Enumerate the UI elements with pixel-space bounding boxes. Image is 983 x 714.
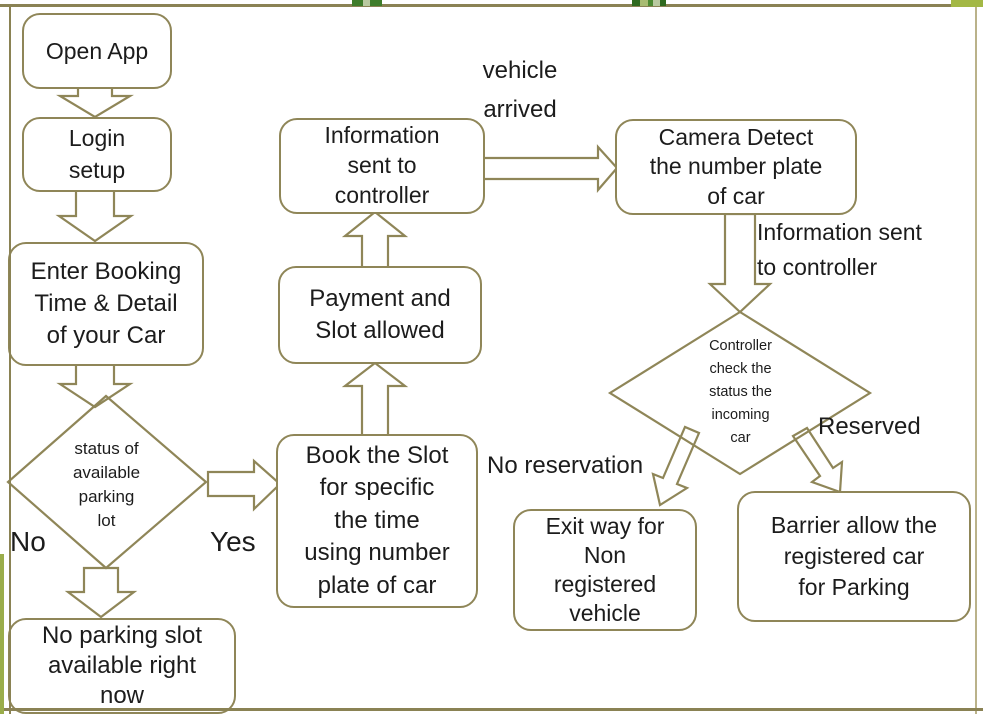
decision-diamond-controller-check — [607, 310, 873, 476]
title-remnant-mark — [660, 0, 666, 6]
title-remnant-mark — [640, 0, 648, 6]
node-info-controller-label: Information sent to controller — [324, 122, 440, 208]
arrow-camera-to-controller — [707, 212, 773, 314]
frame-top-right-green-segment — [951, 0, 983, 7]
node-open-app-label: Open App — [45, 37, 149, 64]
arrow-payment-to-info — [341, 210, 409, 270]
node-payment-label: Payment and Slot allowed — [309, 284, 451, 344]
node-exit-way-label: Exit way for Non registered vehicle — [545, 513, 665, 626]
node-barrier-allow: Barrier allow the registered car for Par… — [737, 491, 971, 622]
decision-diamond-parking-status — [6, 394, 208, 570]
title-remnant-mark — [632, 0, 640, 6]
node-camera-detect: Camera Detect the number plate of car — [615, 119, 857, 215]
edge-label-yes: Yes — [210, 526, 256, 557]
edge-label-reserved: Reserved — [818, 413, 921, 440]
arrow-no-reservation-to-exit — [651, 425, 701, 507]
node-no-parking: No parking slot available right now — [8, 618, 236, 714]
node-exit-way: Exit way for Non registered vehicle — [513, 509, 697, 631]
node-payment: Payment and Slot allowed — [278, 266, 482, 364]
title-remnant-mark — [653, 0, 660, 6]
node-login-setup-label: Login setup — [68, 125, 126, 183]
node-open-app: Open App — [22, 13, 172, 89]
node-book-slot-label: Book the Slot for specific the time usin… — [304, 442, 450, 599]
title-remnant-mark — [648, 0, 653, 6]
title-remnant-mark — [352, 0, 363, 6]
arrow-login-to-booking — [55, 186, 135, 243]
decision-parking-status-label: status of available parking lot — [72, 438, 141, 531]
arrow-info-to-camera — [481, 144, 619, 193]
title-remnant-mark — [363, 0, 370, 6]
decision-controller-check-label: Controller check the status the incoming… — [709, 338, 772, 446]
node-login-setup: Login setup — [22, 117, 172, 192]
frame-left-green-bar — [0, 554, 4, 714]
arrow-yes-to-book-slot — [206, 458, 282, 512]
edge-label-info-sent: Information sent to controller — [757, 219, 922, 280]
edge-label-no-reservation: No reservation — [487, 452, 644, 479]
arrow-status-to-no-parking — [64, 566, 138, 619]
node-camera-detect-label: Camera Detect the number plate of car — [649, 123, 823, 209]
node-enter-booking-label: Enter Booking Time & Detail of your Car — [30, 258, 182, 349]
frame-right-border — [975, 0, 977, 714]
arrow-book-slot-to-payment — [341, 361, 409, 438]
frame-bottom-border — [0, 708, 983, 711]
node-book-slot: Book the Slot for specific the time usin… — [276, 434, 478, 608]
node-info-controller: Information sent to controller — [279, 118, 485, 214]
arrow-reserved-to-barrier — [791, 426, 844, 494]
frame-top-border — [0, 4, 983, 7]
node-no-parking-label: No parking slot available right now — [41, 622, 203, 709]
edge-label-no: No — [10, 526, 46, 557]
title-remnant-mark — [370, 0, 382, 6]
node-barrier-allow-label: Barrier allow the registered car for Par… — [770, 511, 938, 601]
node-enter-booking: Enter Booking Time & Detail of your Car — [8, 242, 204, 366]
frame-left-border — [9, 4, 11, 714]
arrow-booking-to-status — [56, 361, 134, 409]
edge-label-vehicle-arrived: vehicle arrived — [482, 57, 558, 123]
